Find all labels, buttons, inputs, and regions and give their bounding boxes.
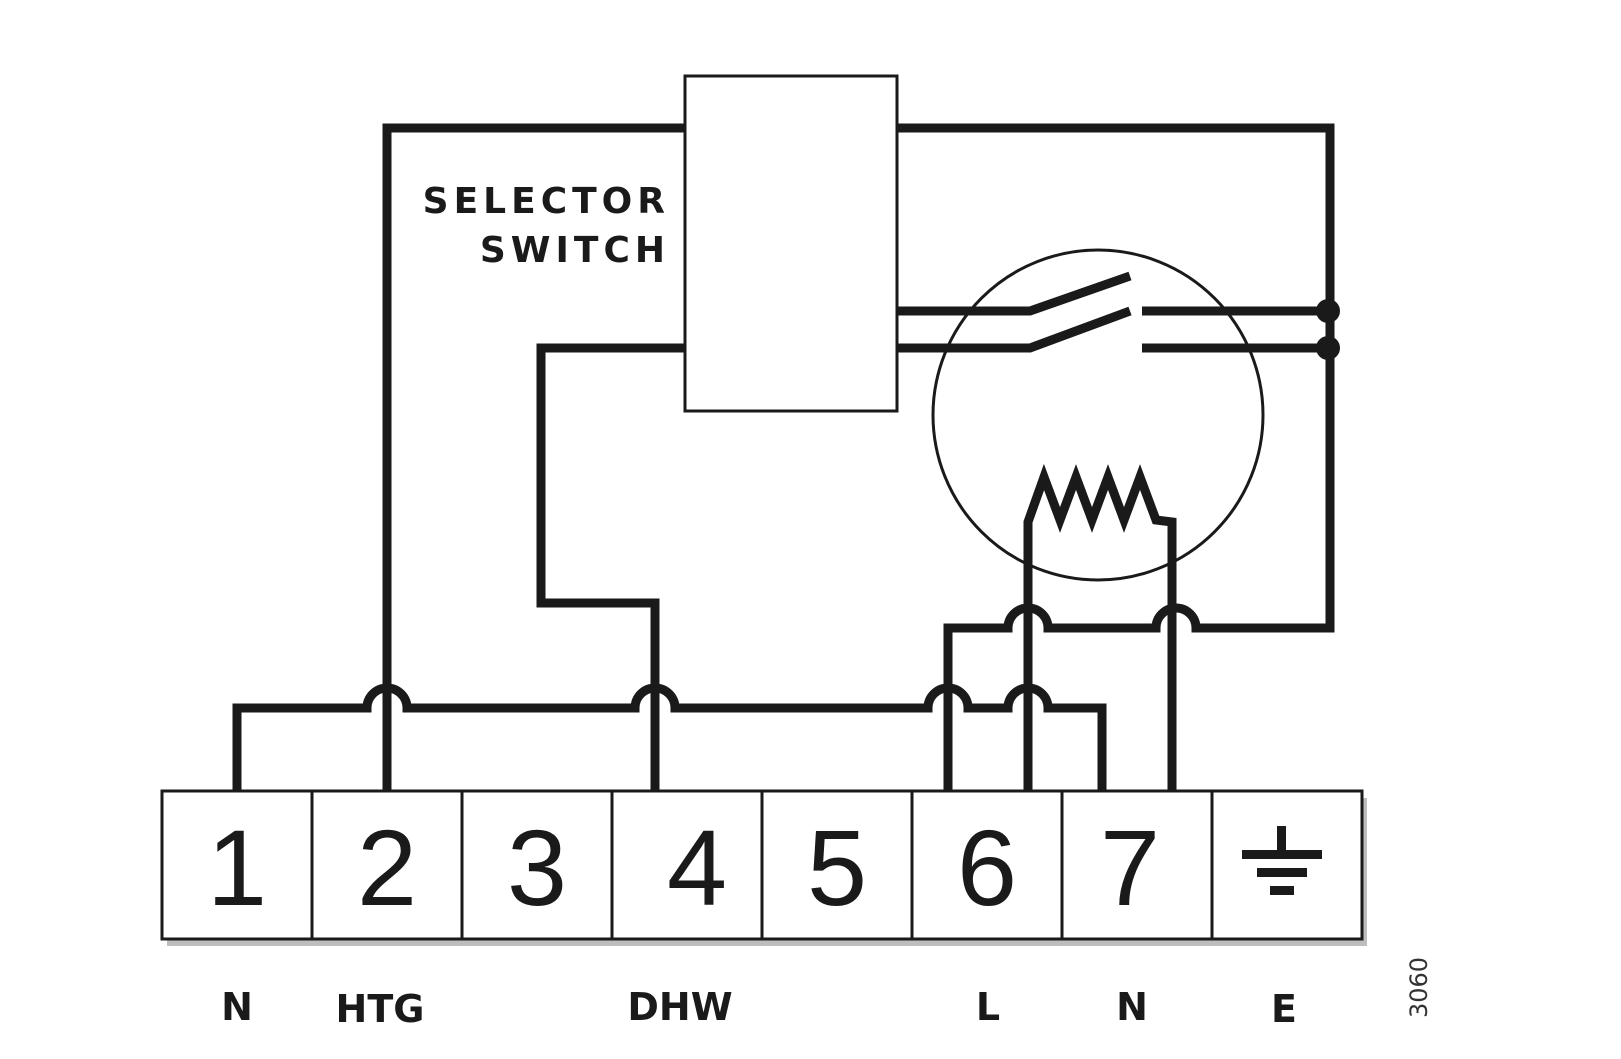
terminal-number: 5 <box>807 807 867 928</box>
wire-switch-top <box>897 271 1132 316</box>
junction-dot-top <box>1316 299 1340 323</box>
heater-element-zigzag <box>1023 463 1177 790</box>
terminal-label: HTG <box>336 987 425 1031</box>
selector-switch-box <box>683 74 899 413</box>
terminal-label: N <box>221 985 253 1029</box>
terminal-block: 1 2 3 4 5 6 7 <box>160 789 1367 946</box>
terminal-label: L <box>976 985 1000 1029</box>
terminal-label: N <box>1116 985 1148 1029</box>
terminal-label: DHW <box>627 985 732 1029</box>
terminal-number: 2 <box>357 807 417 928</box>
terminal-number: 3 <box>507 807 567 928</box>
thermostat-circle <box>931 248 1265 582</box>
terminal-label: E <box>1271 987 1297 1031</box>
terminal-number: 4 <box>667 807 727 928</box>
wire-switch-bottom <box>897 306 1132 353</box>
wire-neutral-bus <box>232 683 1107 790</box>
terminal-number: 7 <box>1100 807 1160 928</box>
earth-ground-icon <box>1242 826 1322 895</box>
figure-reference-number: 3060 <box>1405 957 1433 1018</box>
junction-dot-bottom <box>1316 336 1340 360</box>
terminal-number: 6 <box>957 807 1017 928</box>
selector-switch-label-line2: SWITCH <box>480 230 670 271</box>
wire-htg-outer-loop <box>382 123 1335 790</box>
wire-dhw-loop <box>536 343 685 790</box>
terminal-number: 1 <box>207 807 267 928</box>
selector-switch-label-line1: SELECTOR <box>423 181 670 222</box>
